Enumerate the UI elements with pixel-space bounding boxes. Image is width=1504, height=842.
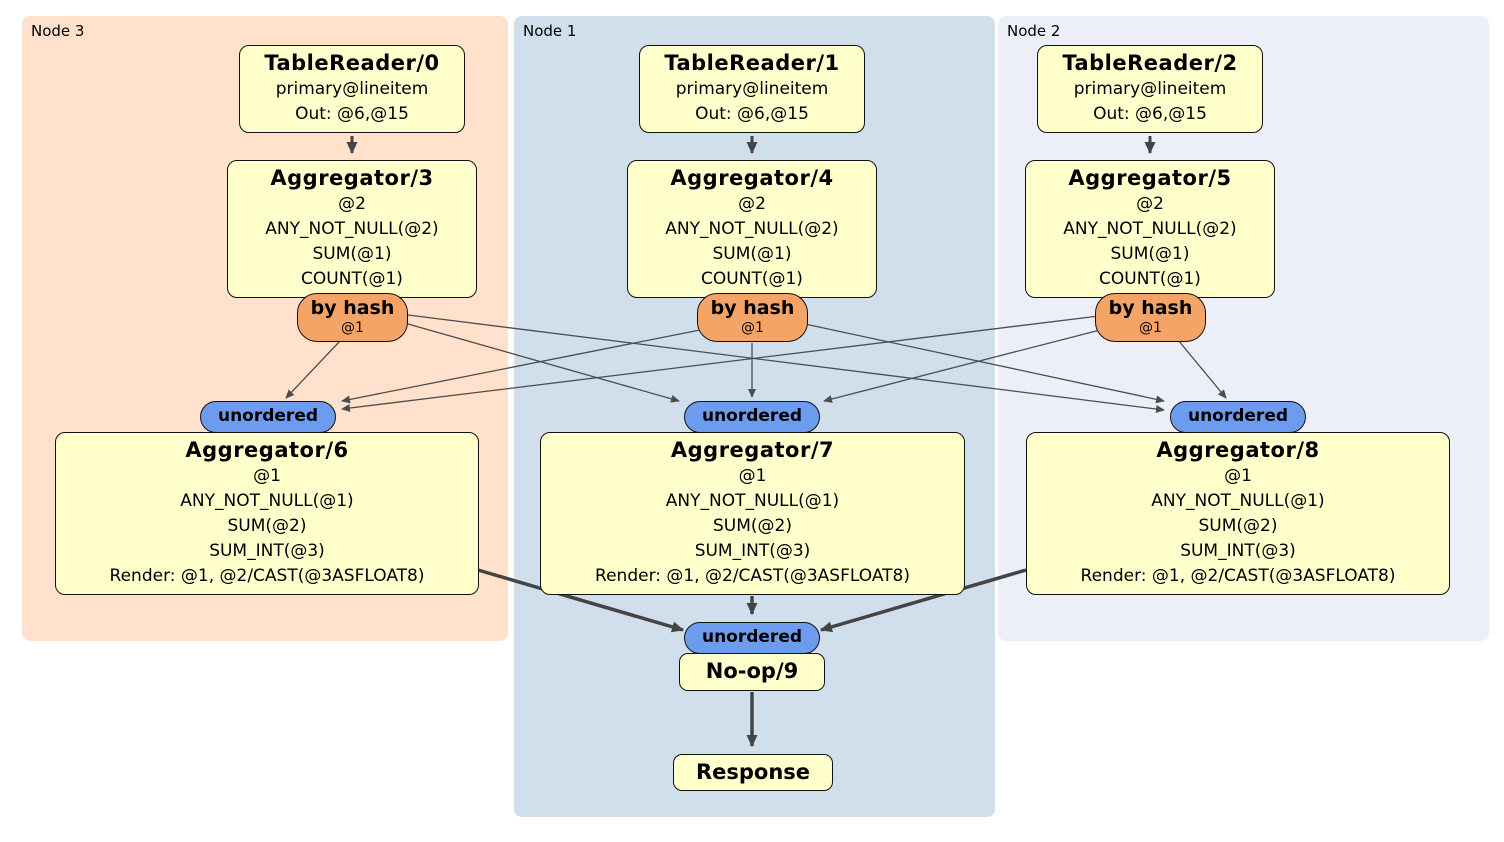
processor-detail: @1 [738,466,767,486]
processor-title: Aggregator/7 [670,438,835,462]
processor-detail: ANY_NOT_NULL(@2) [665,219,839,239]
router-label: by hash [310,297,395,319]
processor-aggregator-8: Aggregator/8 @1 ANY_NOT_NULL(@1) SUM(@2)… [1026,432,1450,595]
node-group-label: Node 2 [1007,22,1061,40]
edge-line [820,568,1027,633]
processor-detail: @2 [1136,194,1164,214]
processor-tablereader-0: TableReader/0 primary@lineitem Out: @6,@… [239,45,465,133]
edge-line [1177,339,1227,399]
processor-title: Aggregator/4 [670,166,834,190]
processor-detail: Out: @6,@15 [295,104,409,124]
processor-title: Aggregator/8 [1156,438,1320,462]
router-detail: @1 [1139,320,1162,336]
edge-line [341,329,701,404]
edge-line [823,329,1101,403]
sync-unordered-final: unordered [684,622,820,654]
processor-aggregator-5: Aggregator/5 @2 ANY_NOT_NULL(@2) SUM(@1)… [1025,160,1275,298]
processor-title: TableReader/1 [664,51,840,75]
router-label: by hash [1108,297,1193,319]
processor-detail: SUM_INT(@3) [1180,541,1296,561]
processor-detail: @1 [1224,466,1252,486]
processor-detail: SUM(@1) [312,244,392,264]
processor-aggregator-4: Aggregator/4 @2 ANY_NOT_NULL(@2) SUM(@1)… [627,160,877,298]
router-by-hash: by hash @1 [297,293,408,342]
processor-detail: ANY_NOT_NULL(@2) [1063,219,1237,239]
processor-detail: @2 [738,194,766,214]
processor-detail: Render: @1, @2/CAST(@3ASFLOAT8) [109,566,425,586]
processor-detail: ANY_NOT_NULL(@1) [1151,491,1325,511]
router-by-hash: by hash @1 [1095,293,1206,342]
processor-detail: Render: @1, @2/CAST(@3ASFLOAT8) [595,566,910,586]
edge-line [407,323,680,403]
processor-detail: primary@lineitem [675,79,829,99]
processor-detail: Out: @6,@15 [1093,104,1207,124]
processor-detail: COUNT(@1) [701,269,803,289]
processor-detail: Render: @1, @2/CAST(@3ASFLOAT8) [1080,566,1396,586]
processor-aggregator-7: Aggregator/7 @1 ANY_NOT_NULL(@1) SUM(@2)… [540,432,965,595]
edge-line [477,568,684,633]
router-by-hash: by hash @1 [697,293,808,342]
router-detail: @1 [341,320,364,336]
processor-detail: SUM(@2) [1198,516,1278,536]
processor-detail: primary@lineitem [275,79,429,99]
processor-detail: @2 [338,194,366,214]
processor-detail: SUM(@1) [712,244,792,264]
router-label: by hash [710,297,795,319]
edge-line [341,315,1100,412]
sync-unordered: unordered [1170,401,1306,433]
processor-detail: ANY_NOT_NULL(@1) [665,491,840,511]
processor-detail: SUM_INT(@3) [694,541,811,561]
processor-detail: Out: @6,@15 [695,104,809,124]
sync-unordered: unordered [200,401,336,433]
processor-detail: COUNT(@1) [301,269,403,289]
processor-tablereader-2: TableReader/2 primary@lineitem Out: @6,@… [1037,45,1263,133]
processor-detail: SUM_INT(@3) [209,541,325,561]
edge-line [285,340,341,399]
processor-detail: SUM(@2) [227,516,307,536]
processor-detail: SUM(@1) [1110,244,1190,264]
processor-title: Aggregator/3 [270,166,434,190]
node-group-label: Node 3 [31,22,85,40]
node-group-label: Node 1 [523,22,577,40]
sync-unordered: unordered [684,401,820,433]
edge-line [407,314,1165,413]
processor-detail: ANY_NOT_NULL(@2) [265,219,439,239]
processor-detail: @1 [253,466,281,486]
processor-detail: primary@lineitem [1073,79,1227,99]
processor-tablereader-1: TableReader/1 primary@lineitem Out: @6,@… [639,45,865,133]
processor-detail: ANY_NOT_NULL(@1) [180,491,354,511]
processor-detail: COUNT(@1) [1099,269,1201,289]
router-detail: @1 [741,320,764,336]
processor-title: TableReader/0 [264,51,440,75]
processor-detail: SUM(@2) [713,516,792,536]
edge-line [804,323,1165,404]
processor-noop-9: No-op/9 [679,653,825,691]
processor-title: Aggregator/6 [185,438,349,462]
processor-aggregator-3: Aggregator/3 @2 ANY_NOT_NULL(@2) SUM(@1)… [227,160,477,298]
processor-aggregator-6: Aggregator/6 @1 ANY_NOT_NULL(@1) SUM(@2)… [55,432,479,595]
processor-title: TableReader/2 [1062,51,1238,75]
processor-response: Response [673,754,833,791]
processor-title: Aggregator/5 [1068,166,1232,190]
